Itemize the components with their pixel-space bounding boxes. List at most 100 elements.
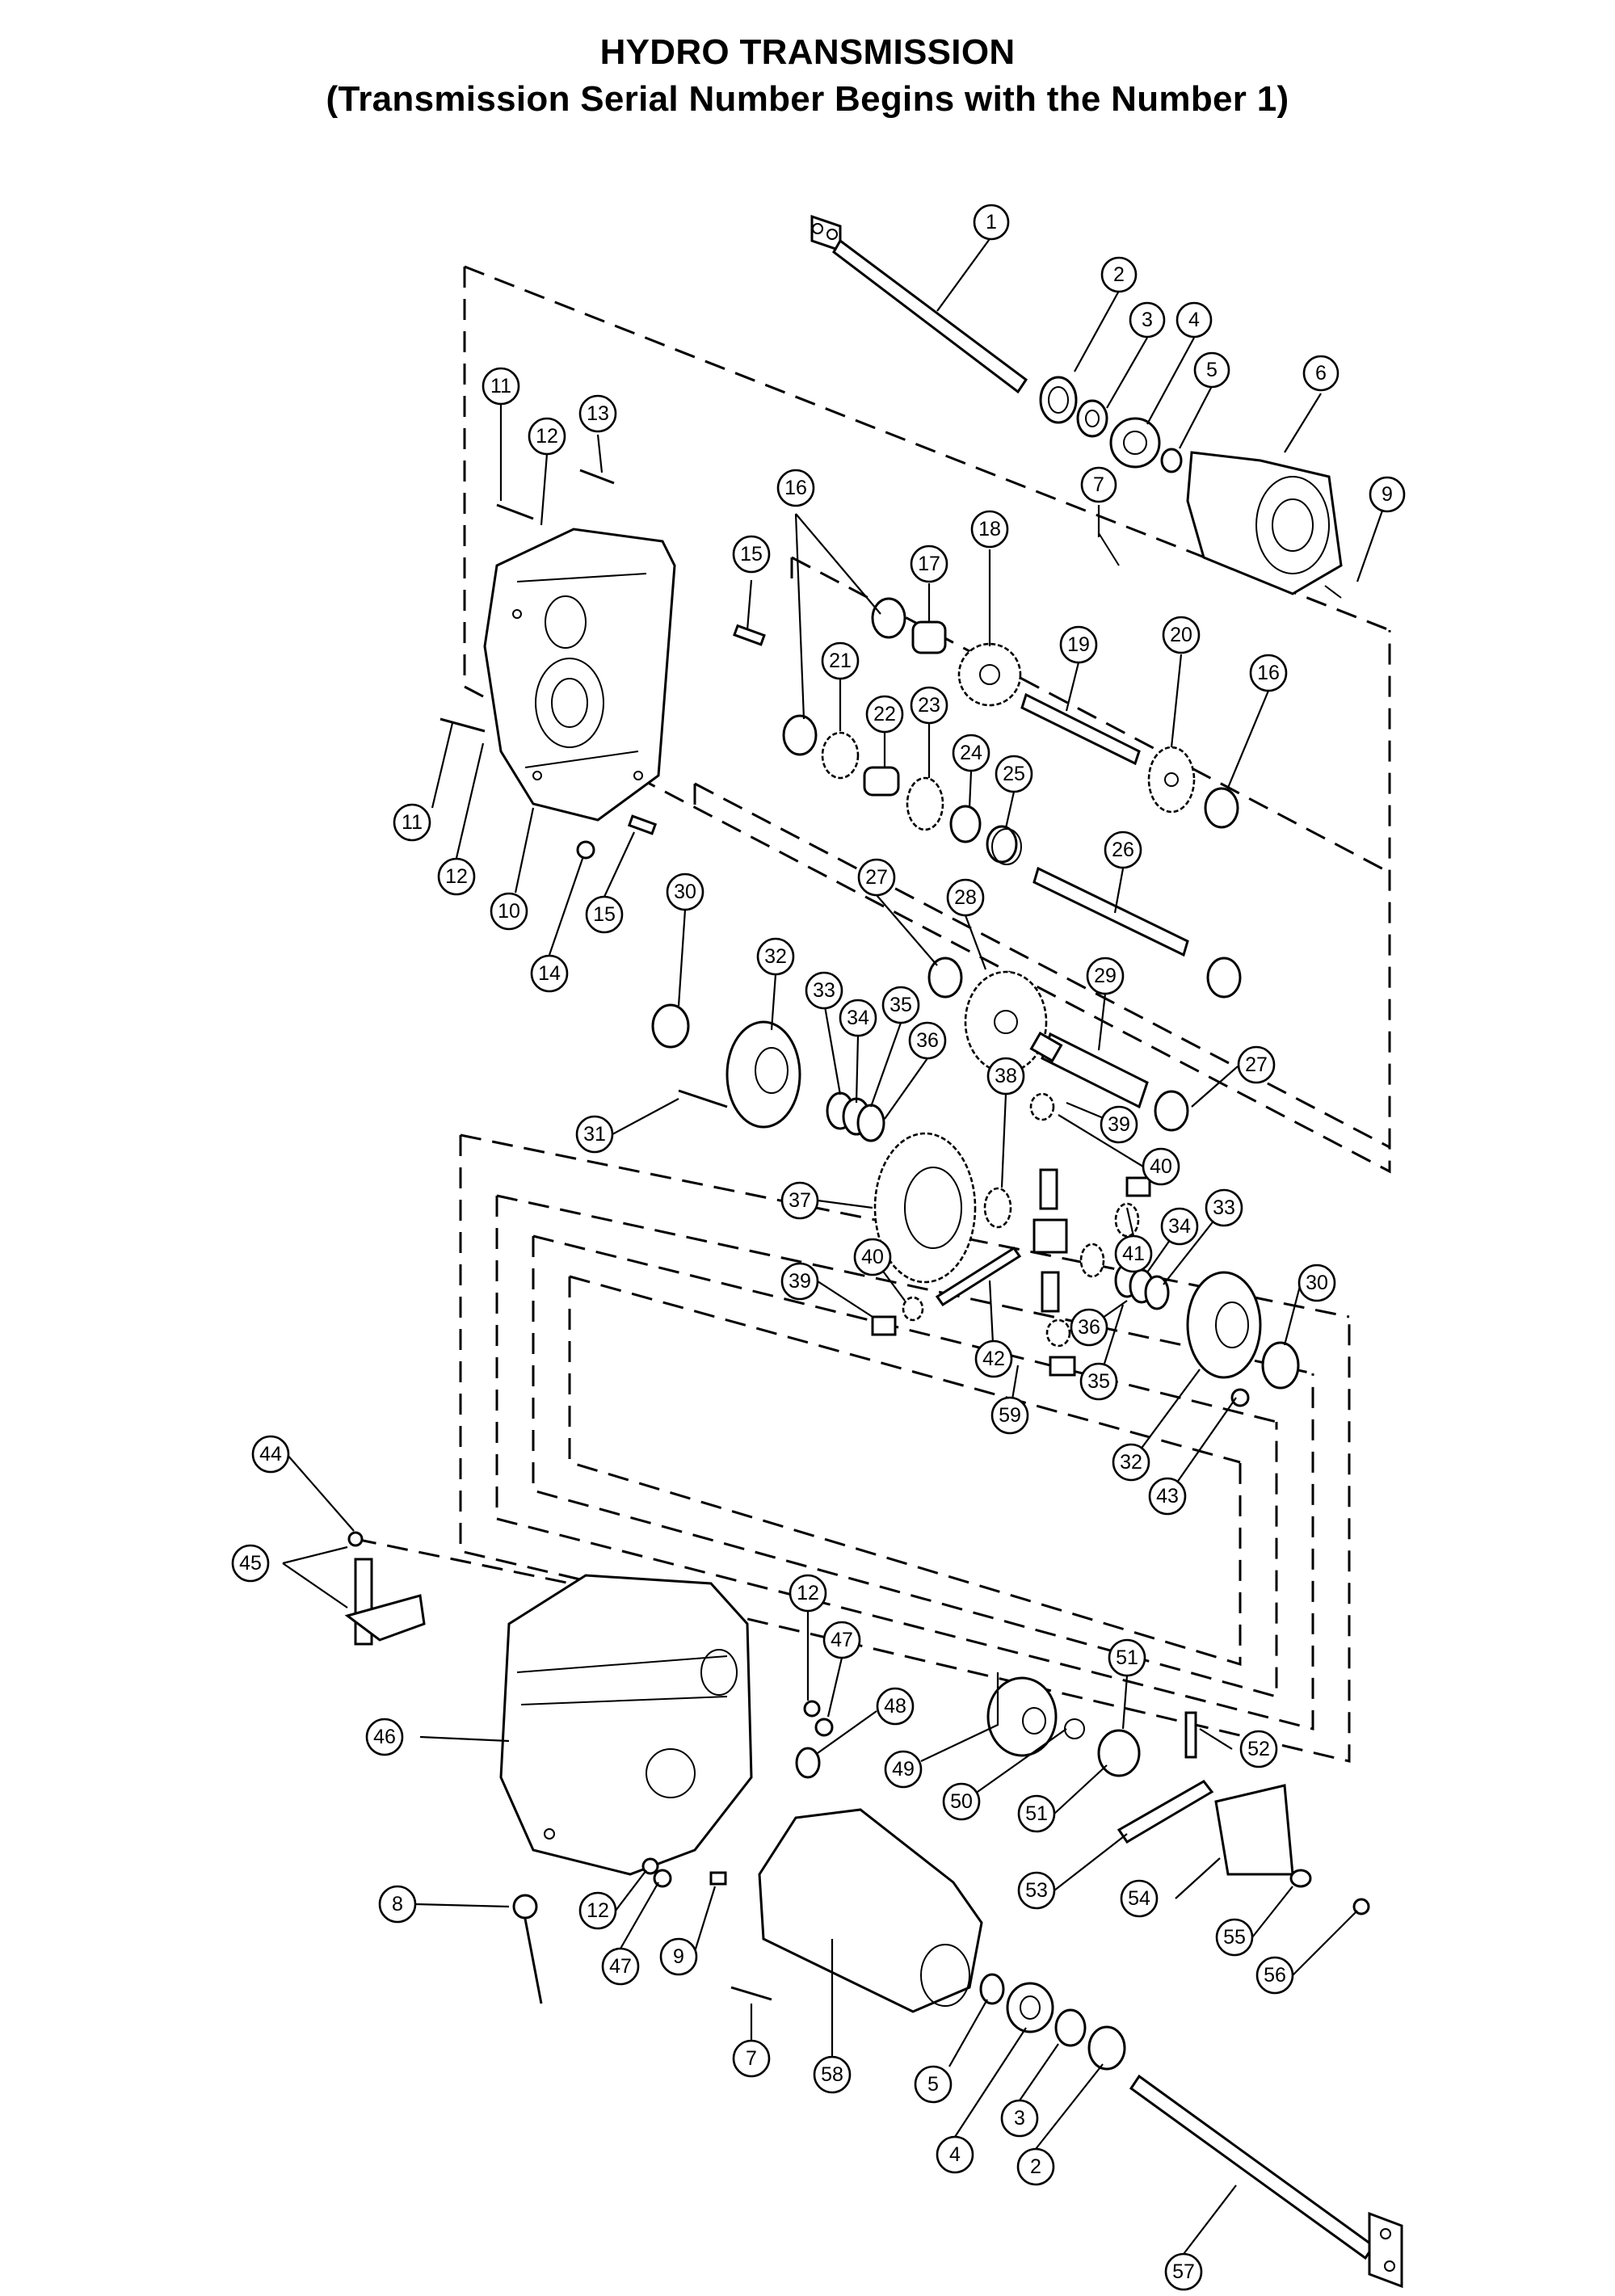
svg-text:2: 2 [1113,263,1125,286]
plug-14 [576,840,595,860]
svg-text:3: 3 [1014,2107,1025,2130]
callout-3: 3 [1129,301,1166,339]
callout-5: 5 [1193,351,1230,389]
svg-text:16: 16 [1257,662,1280,684]
svg-text:33: 33 [813,979,835,1002]
gear-20 [1147,746,1196,814]
callout-10: 10 [490,892,528,931]
svg-text:21: 21 [829,650,852,672]
callout-54: 54 [1120,1879,1159,1918]
callout-6: 6 [1302,355,1340,392]
callout-5: 5 [914,2065,953,2104]
bolt-11-lower [439,717,486,733]
end-cap-32-right [1186,1271,1300,1407]
svg-text:25: 25 [1003,763,1025,785]
svg-text:53: 53 [1025,1879,1048,1902]
callout-21: 21 [821,641,860,680]
svg-text:51: 51 [1025,1802,1048,1825]
callout-33: 33 [805,971,843,1010]
callout-9: 9 [659,1937,698,1976]
svg-text:30: 30 [1306,1272,1328,1294]
svg-text:23: 23 [918,694,940,717]
callout-12: 12 [789,1574,827,1613]
callout-18: 18 [970,510,1009,549]
callout-16: 16 [776,469,815,507]
shaft-26 [1033,866,1242,999]
svg-text:1: 1 [986,211,997,233]
svg-text:6: 6 [1315,362,1327,385]
callout-29: 29 [1086,957,1125,995]
callout-55: 55 [1215,1918,1254,1957]
svg-text:58: 58 [821,2063,843,2086]
svg-text:55: 55 [1223,1926,1246,1949]
svg-text:54: 54 [1128,1887,1150,1910]
svg-text:46: 46 [373,1726,396,1748]
callout-19: 19 [1059,625,1098,664]
case-half-upper [483,528,676,822]
callout-28: 28 [946,878,985,917]
callout-27: 27 [857,858,896,897]
svg-text:19: 19 [1067,633,1090,656]
callout-30: 30 [1297,1264,1336,1302]
callout-40: 40 [1142,1147,1180,1186]
brake-disc-49 [986,1676,1058,1757]
svg-text:15: 15 [593,903,616,926]
svg-text:27: 27 [865,866,888,889]
ring-gear-37 [873,1132,977,1284]
callout-3: 3 [1000,2099,1039,2138]
svg-text:4: 4 [949,2143,961,2166]
bearing-24 [949,805,982,843]
svg-text:5: 5 [927,2073,939,2096]
svg-text:36: 36 [916,1029,939,1052]
title-block: HYDRO TRANSMISSION (Transmission Serial … [0,29,1615,123]
callout-11: 11 [482,367,520,406]
callout-7: 7 [732,2039,771,2078]
gear-21 [821,731,860,780]
callout-46: 46 [365,1718,404,1756]
axle-housing-upper [1186,451,1343,595]
bearing-upper [1109,417,1161,469]
callout-39: 39 [780,1262,819,1301]
svg-text:11: 11 [490,375,511,397]
axle-housing-lower-58 [758,1808,983,2013]
callout-58: 58 [813,2055,852,2094]
spacer-17 [911,620,947,654]
diagram-title: HYDRO TRANSMISSION [599,32,1016,72]
axle-shaft-lower-57 [1129,2074,1403,2289]
svg-text:12: 12 [587,1899,609,1922]
callout-15: 15 [585,895,624,934]
svg-text:40: 40 [1150,1155,1172,1178]
svg-text:56: 56 [1264,1964,1286,1987]
bearing-27-left [927,957,963,999]
bolt-13 [579,469,615,485]
svg-text:35: 35 [1087,1370,1110,1393]
callout-2: 2 [1100,256,1138,293]
callout-50: 50 [942,1782,981,1821]
svg-text:28: 28 [954,886,977,909]
spacer-22 [863,766,900,797]
svg-text:32: 32 [764,945,787,968]
callout-23: 23 [910,686,948,725]
svg-text:7: 7 [1093,473,1104,496]
svg-text:16: 16 [784,477,807,499]
callout-36: 36 [1070,1308,1108,1347]
callout-16: 16 [1249,654,1288,692]
callout-15: 15 [732,535,771,574]
callout-25: 25 [995,755,1033,793]
svg-text:43: 43 [1156,1485,1179,1508]
callout-35: 35 [881,986,920,1024]
callout-22: 22 [865,695,904,734]
diagram-subtitle: (Transmission Serial Number Begins with … [326,79,1289,119]
svg-text:17: 17 [918,553,940,575]
callout-33: 33 [1205,1188,1243,1227]
svg-text:11: 11 [402,811,423,834]
gear-18 [957,642,1022,707]
callout-7: 7 [1080,466,1117,503]
callout-49: 49 [884,1750,923,1789]
callout-26: 26 [1104,831,1142,869]
svg-text:40: 40 [861,1246,884,1268]
callout-24: 24 [952,734,990,772]
svg-text:2: 2 [1030,2155,1041,2178]
callout-12: 12 [578,1891,617,1930]
